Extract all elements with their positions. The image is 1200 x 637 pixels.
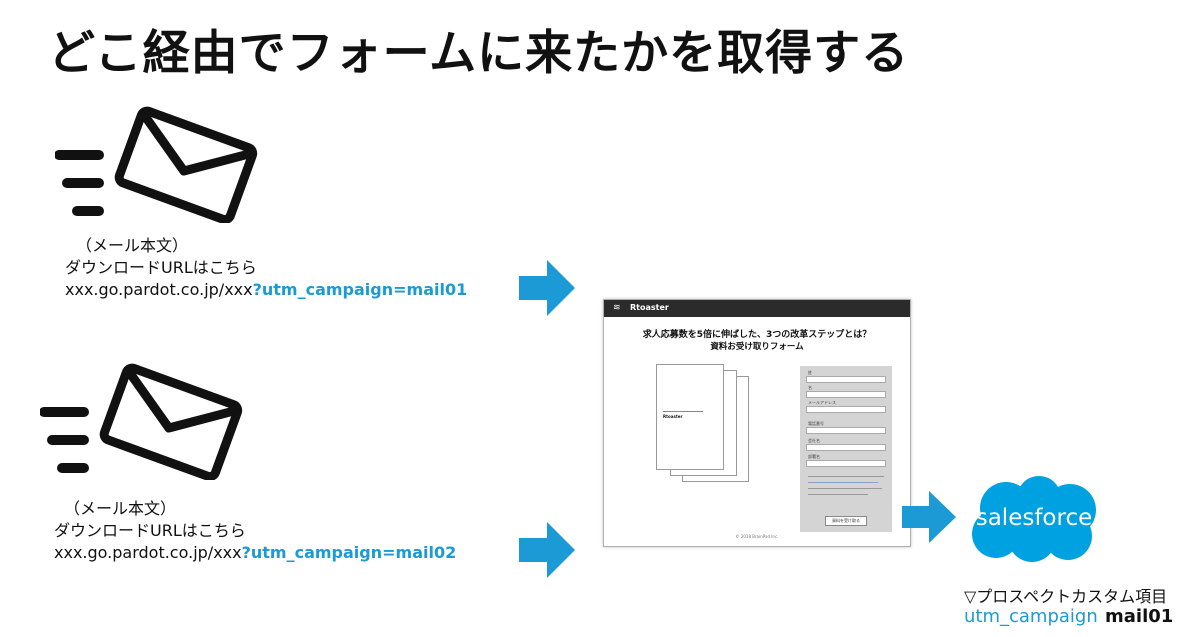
field-label: メールアドレス	[808, 400, 836, 405]
phone-input[interactable]	[806, 427, 886, 434]
download-url-1[interactable]: xxx.go.pardot.co.jp/xxx?utm_campaign=mai…	[65, 279, 467, 301]
download-url-2[interactable]: xxx.go.pardot.co.jp/xxx?utm_campaign=mai…	[54, 542, 456, 564]
document-cover: Rtoaster	[656, 364, 724, 470]
department-input[interactable]	[806, 460, 886, 467]
company-input[interactable]	[806, 444, 886, 451]
salesforce-cloud-icon	[972, 476, 1096, 562]
envelope-icon	[55, 106, 258, 223]
field-label: 部署名	[808, 454, 820, 459]
download-text-2: ダウンロードURLはこちら	[54, 521, 246, 540]
privacy-text-block	[808, 472, 884, 502]
envelope-icon	[40, 363, 243, 480]
form-subheading: 資料お受け取りフォーム	[710, 342, 804, 352]
field-label: 電話番号	[808, 421, 824, 426]
arrow-right-icon	[519, 260, 575, 316]
mail-body-label: （メール本文）	[76, 236, 189, 255]
page-title: どこ経由でフォームに来たかを取得する	[48, 26, 910, 81]
arrow-right-icon	[519, 522, 575, 578]
utm-campaign-field-value: mail01	[1105, 606, 1174, 627]
rtoaster-logo-icon: ≋	[613, 303, 621, 313]
form-copyright: © 2018 BrainPad Inc.	[735, 534, 779, 539]
salesforce-logo-text: salesforce	[975, 505, 1093, 531]
prospect-custom-field-label: ▽プロスペクトカスタム項目	[964, 587, 1168, 606]
form-header: ≋ Rtoaster	[604, 300, 910, 317]
salesforce-logo: salesforce	[964, 470, 1104, 570]
field-label: 姓	[808, 370, 812, 375]
last-name-input[interactable]	[806, 376, 886, 383]
field-label: 会社名	[808, 438, 820, 443]
url-base: xxx.go.pardot.co.jp/xxx	[65, 280, 253, 299]
cover-brand: Rtoaster	[663, 414, 683, 419]
mail-body-2: （メール本文）	[64, 499, 177, 518]
url-query: ?utm_campaign=mail01	[252, 280, 468, 299]
first-name-input[interactable]	[806, 391, 886, 398]
field-label: 名	[808, 385, 812, 390]
download-text-1: ダウンロードURLはこちら	[65, 258, 257, 277]
landing-form-screenshot: ≋ Rtoaster 求人応募数を5倍に伸ばした、3つの改革ステップとは？ 資料…	[603, 299, 911, 547]
url-base: xxx.go.pardot.co.jp/xxx	[54, 543, 242, 562]
url-query: ?utm_campaign=mail02	[241, 543, 457, 562]
email-input[interactable]	[806, 406, 886, 413]
arrow-right-icon	[902, 491, 956, 543]
form-heading: 求人応募数を5倍に伸ばした、3つの改革ステップとは？	[642, 330, 872, 340]
form-brand: Rtoaster	[630, 303, 669, 312]
download-button[interactable]: 資料を受け取る	[825, 516, 867, 526]
mail-body-1: （メール本文）	[76, 235, 188, 257]
utm-campaign-field-name: utm_campaign	[964, 606, 1098, 627]
form-panel: 姓 名 メールアドレス 電話番号 会社名 部署名 資料を受け取る	[800, 366, 892, 532]
